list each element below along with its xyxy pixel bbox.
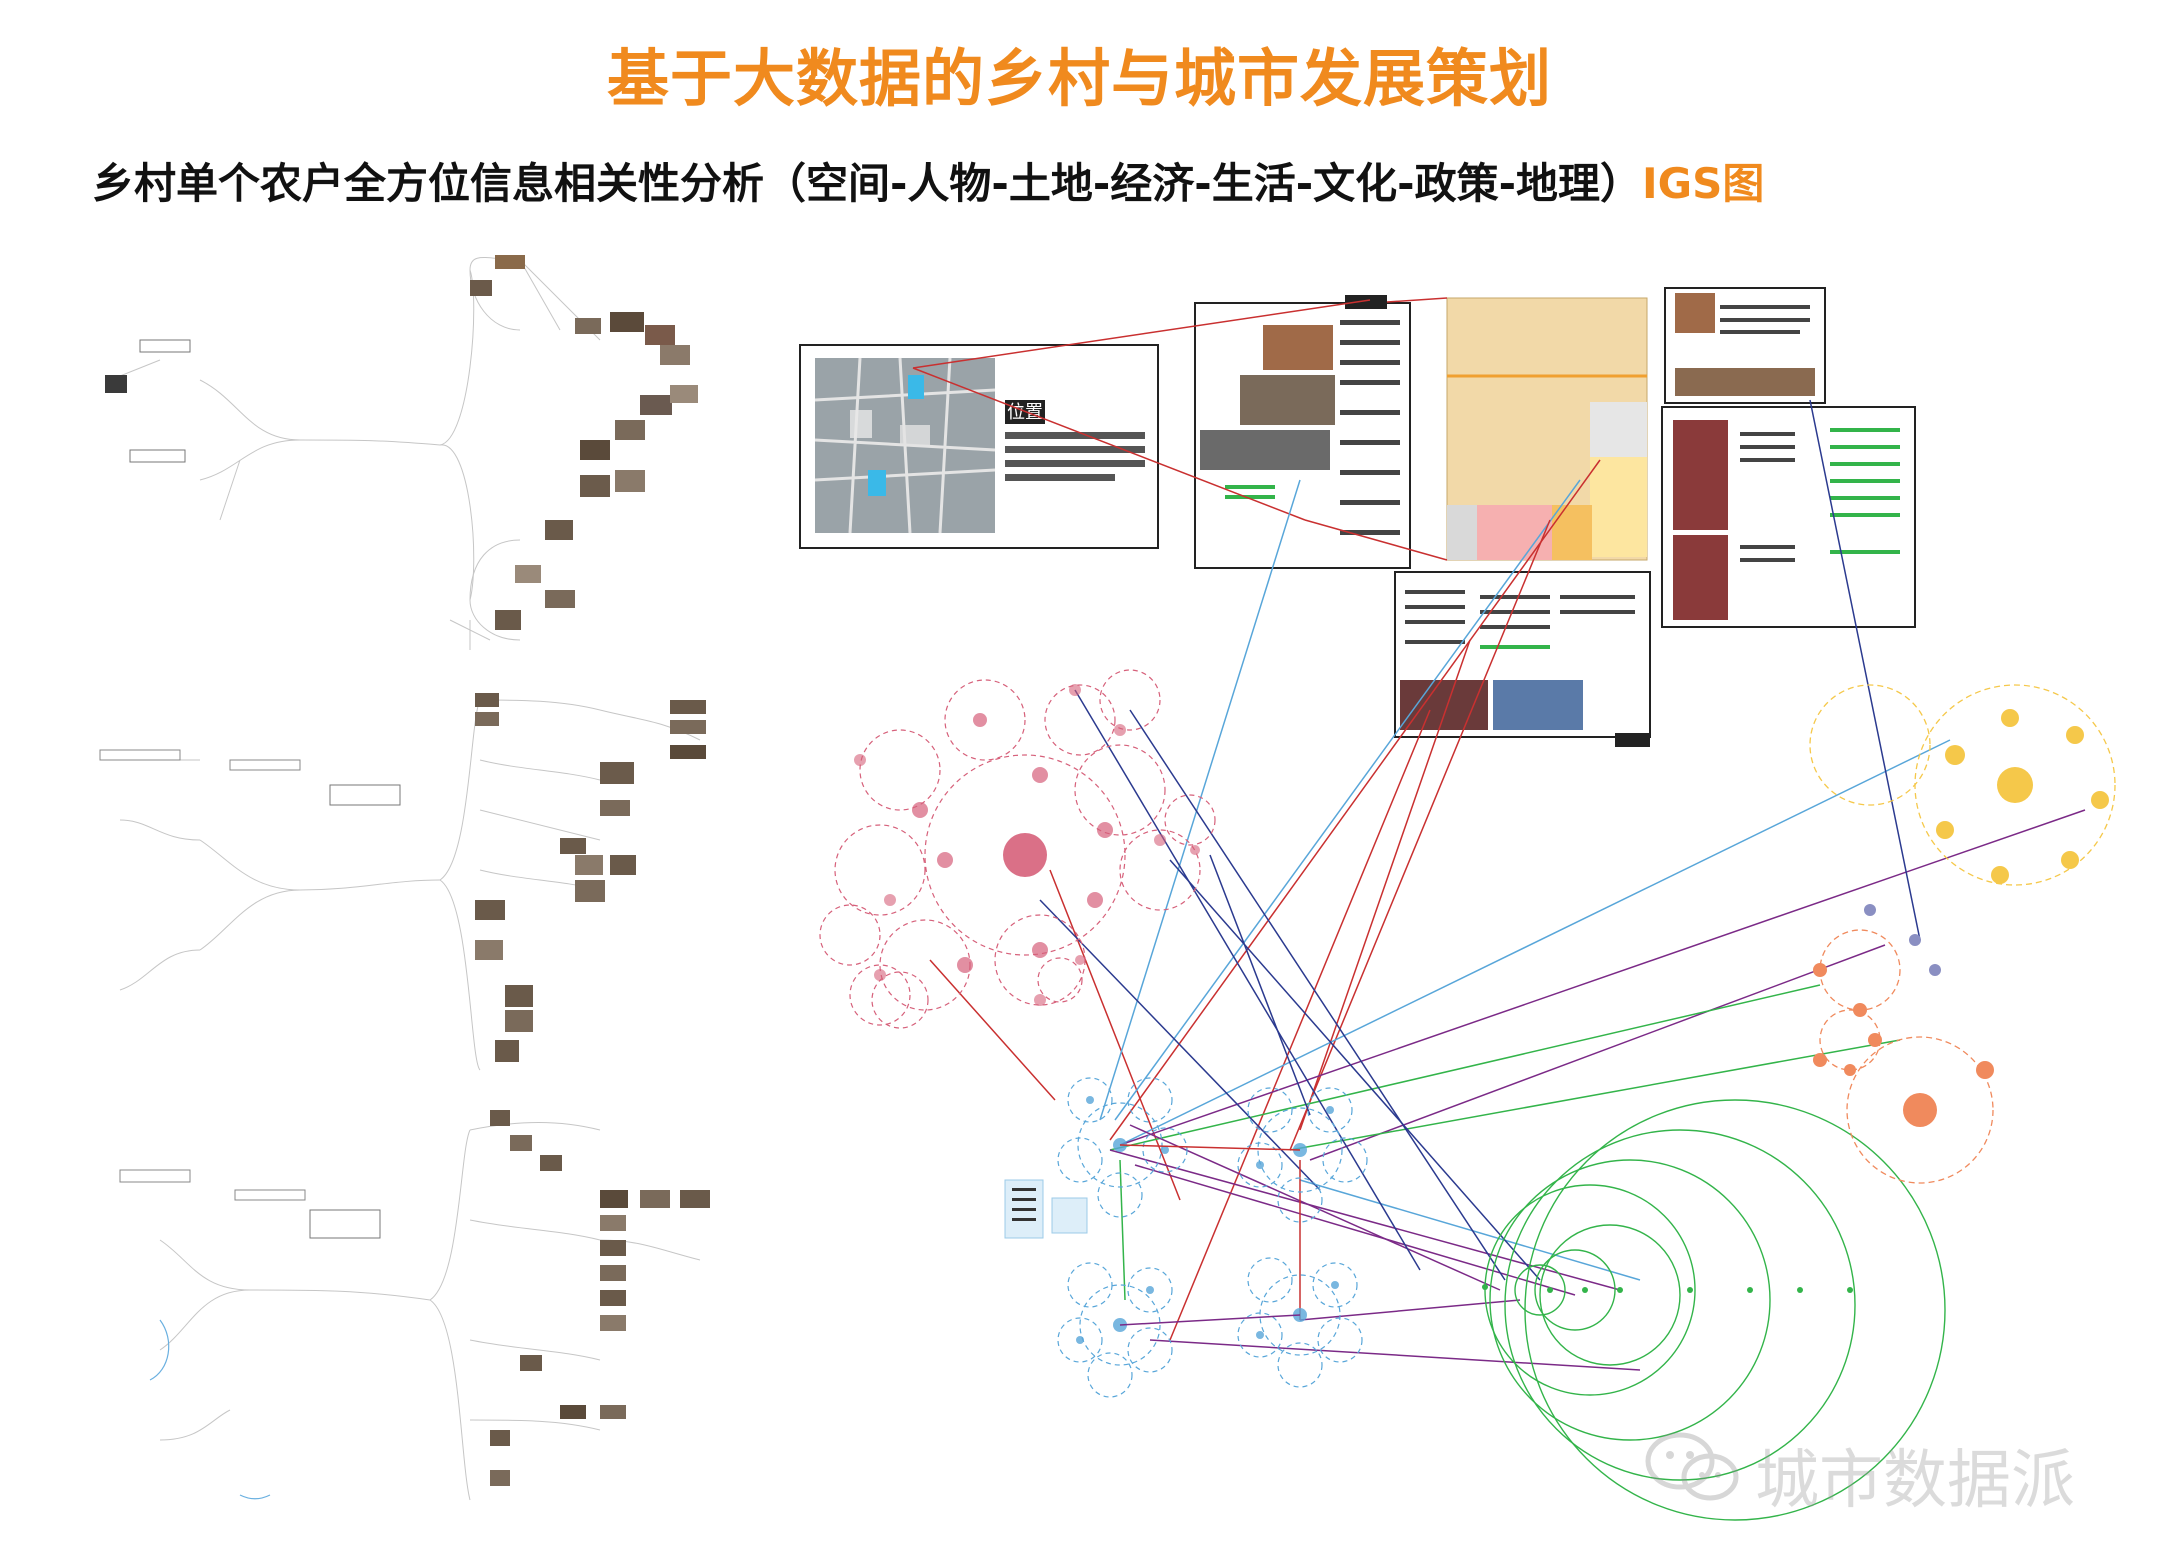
subtitle-main: 乡村单个农户全方位信息相关性分析（空间-人物-土地-经济-生活-文化-政策-地理… bbox=[92, 159, 1643, 208]
green-cluster-nodes bbox=[1482, 1284, 1853, 1293]
page-subtitle: 乡村单个农户全方位信息相关性分析（空间-人物-土地-经济-生活-文化-政策-地理… bbox=[92, 150, 1764, 211]
mind-map-3-blue-links bbox=[149, 1319, 271, 1500]
subtitle-accent: IGS图 bbox=[1642, 159, 1765, 208]
blue-text-note bbox=[1004, 1179, 1088, 1239]
mind-map-2 bbox=[119, 699, 701, 1071]
economy-card bbox=[1394, 571, 1651, 747]
watermark-text: 城市数据派 bbox=[1755, 1444, 2075, 1518]
mind-map-2-nodes bbox=[99, 693, 706, 1062]
wechat-icon bbox=[1645, 1432, 1739, 1501]
watermark: 城市数据派 bbox=[1640, 1425, 2140, 1518]
blue-cluster bbox=[1057, 1077, 1368, 1398]
mind-map-1 bbox=[109, 257, 601, 650]
page-title: 基于大数据的乡村与城市发展策划 bbox=[606, 42, 1552, 115]
yellow-cluster-nodes bbox=[1936, 709, 2109, 884]
land-map-panel bbox=[1446, 297, 1648, 561]
blue-cluster-links bbox=[1119, 1144, 1301, 1326]
culture-card-top bbox=[1664, 287, 1826, 404]
yellow-cluster bbox=[1809, 684, 2116, 886]
orange-cluster bbox=[1819, 929, 1994, 1184]
location-card-heading: 位置 bbox=[1007, 402, 1043, 423]
pink-cluster-nodes bbox=[854, 684, 1200, 1006]
mind-map-3-nodes bbox=[119, 1110, 710, 1486]
location-card: 位置 bbox=[799, 344, 1159, 549]
culture-card-bottom bbox=[1661, 406, 1916, 628]
orange-cluster-bits bbox=[1864, 904, 1941, 976]
orange-cluster-nodes bbox=[1813, 963, 1994, 1127]
connection-lines bbox=[912, 297, 2086, 1371]
household-photo-card bbox=[1194, 295, 1411, 569]
mind-map-1-nodes bbox=[105, 255, 698, 630]
mind-map-3 bbox=[159, 1122, 701, 1501]
